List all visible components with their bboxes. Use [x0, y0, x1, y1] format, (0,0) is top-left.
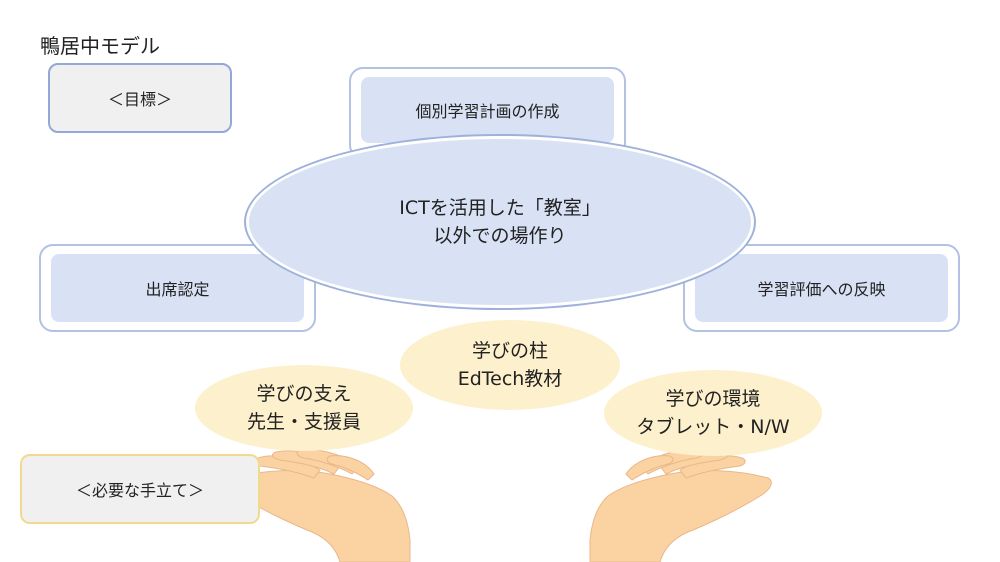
support-right-line-1: 学びの環境 [665, 385, 760, 413]
support-pill-middle: 学びの柱 EdTech教材 [400, 320, 620, 410]
support-pill-left: 学びの支え 先生・支援員 [195, 365, 413, 451]
support-middle-line-1: 学びの柱 [472, 337, 548, 365]
support-right-line-2: タブレット・N/W [636, 413, 789, 441]
needs-label-box: ＜必要な手立て＞ [20, 454, 260, 524]
support-pill-right: 学びの環境 タブレット・N/W [604, 370, 822, 456]
right-hand-icon [590, 450, 771, 562]
support-left-line-2: 先生・支援員 [247, 408, 361, 436]
support-middle-line-2: EdTech教材 [458, 365, 563, 393]
support-left-line-1: 学びの支え [256, 380, 351, 408]
needs-label: ＜必要な手立て＞ [76, 477, 204, 501]
